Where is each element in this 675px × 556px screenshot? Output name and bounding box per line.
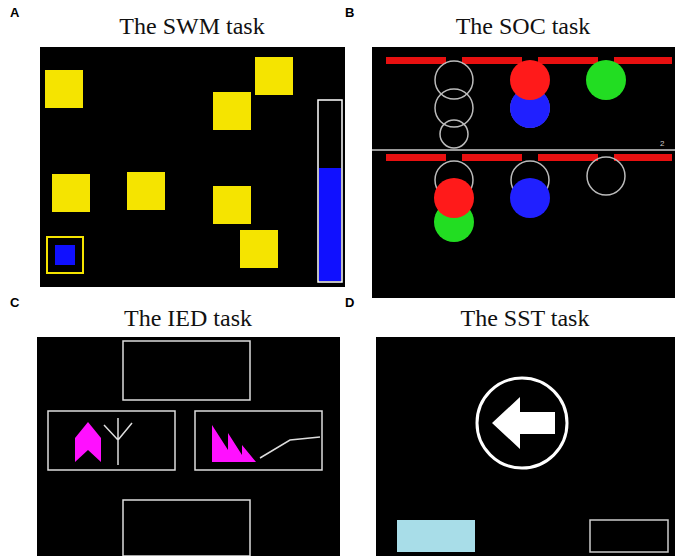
panel-letter: A xyxy=(10,6,19,20)
panel-letter: B xyxy=(345,6,354,20)
move-counter: 2 xyxy=(660,139,664,148)
task-panel: The SOC task xyxy=(456,12,591,40)
task-panel: The SWM task xyxy=(119,12,264,40)
panel-title: The SWM task xyxy=(119,12,264,40)
task-panel: The SST task xyxy=(461,304,590,332)
panel-title: The SST task xyxy=(461,304,590,332)
panel-title: The SOC task xyxy=(456,12,591,40)
panel-letter: D xyxy=(345,296,354,310)
panel-title: The IED task xyxy=(124,304,252,332)
panel-letter: C xyxy=(10,296,19,310)
task-panel: The IED task xyxy=(124,304,252,332)
